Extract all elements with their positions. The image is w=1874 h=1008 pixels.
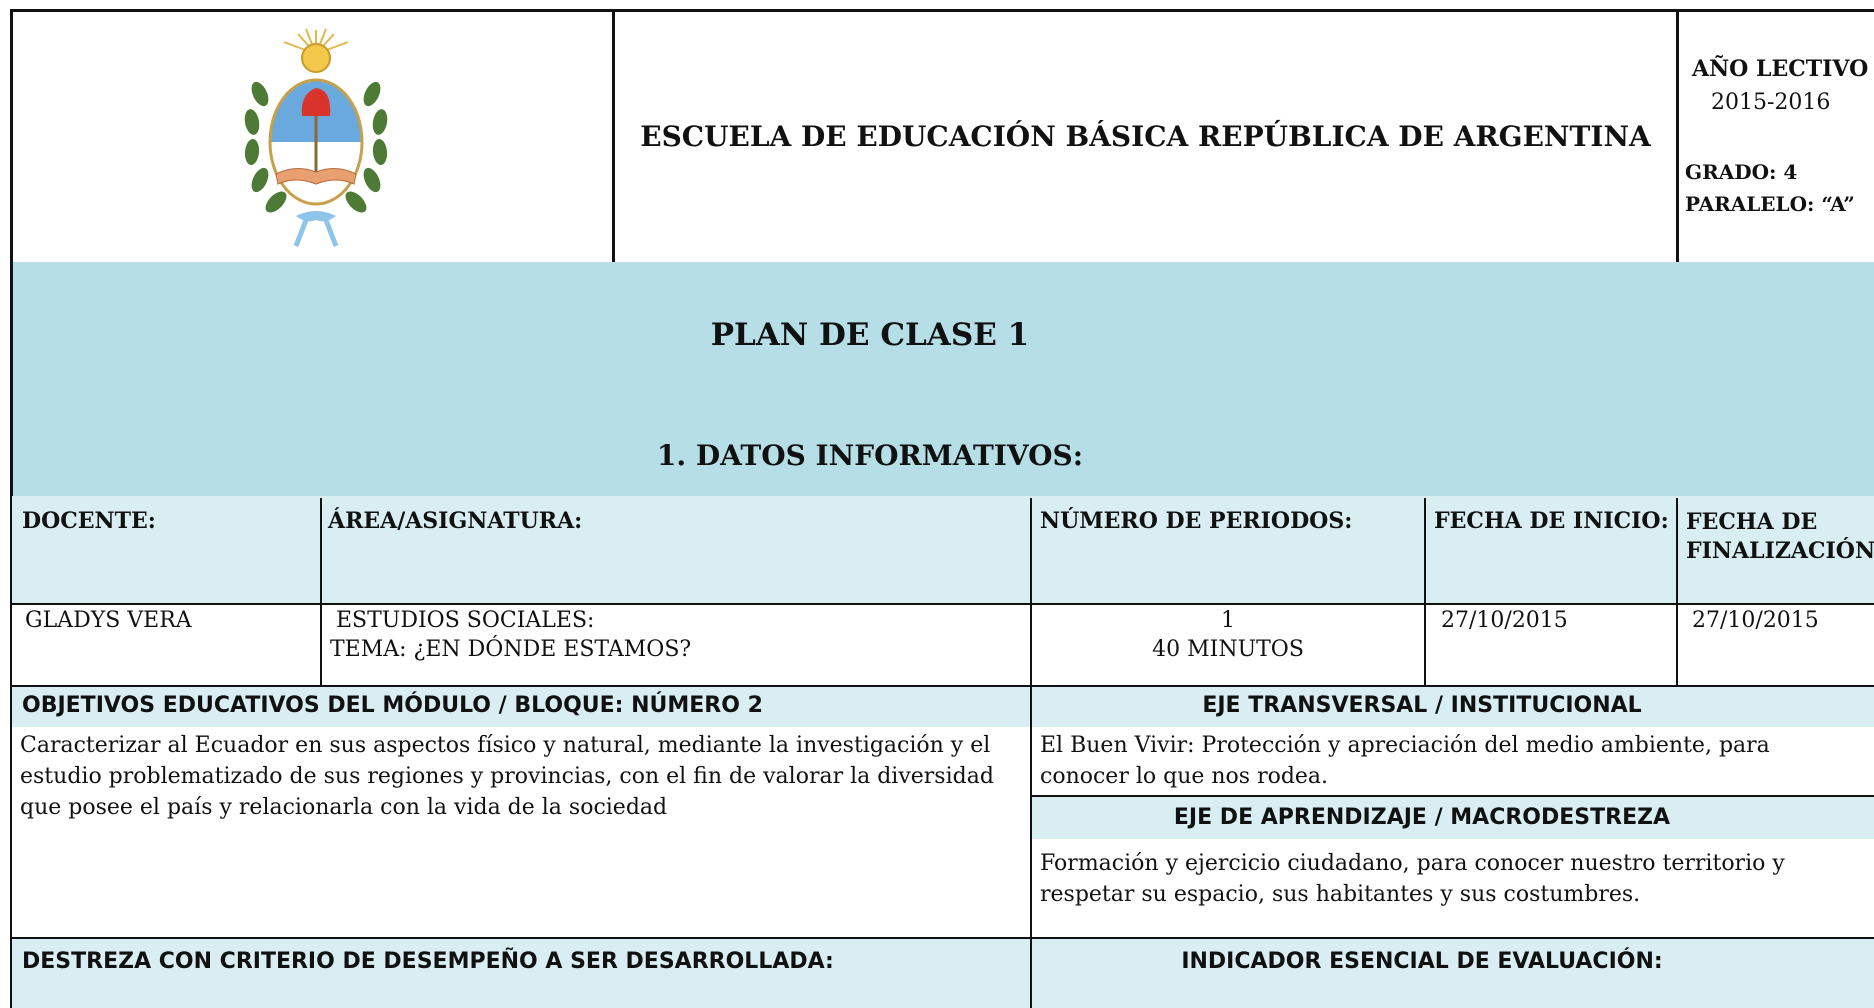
eje-transversal-title-strip — [1032, 687, 1874, 727]
year-value: 2015-2016 — [1711, 90, 1831, 115]
lower-divider — [10, 937, 1874, 939]
header-periodos: NÚMERO DE PERIODOS: — [1040, 508, 1353, 534]
header-fecha-inicio: FECHA DE INICIO: — [1434, 508, 1669, 534]
left-border — [10, 498, 12, 1008]
eje-divider — [1032, 795, 1874, 797]
area-value: ESTUDIOS SOCIALES: — [336, 608, 595, 633]
eje-aprendizaje-title: EJE DE APRENDIZAJE / MACRODESTREZA — [1173, 805, 1671, 830]
plan-title: PLAN DE CLASE 1 — [710, 317, 1030, 353]
info-row-line — [10, 603, 1874, 605]
eje-transversal-text: El Buen Vivir: Protección y apreciación … — [1040, 733, 1770, 789]
plan-title-band — [10, 262, 1874, 407]
objectives-text: Caracterizar al Ecuador en sus aspectos … — [20, 733, 994, 820]
destreza-title: DESTREZA CON CRITERIO DE DESEMPEÑO A SER… — [22, 949, 834, 974]
periodos-value: 1 — [1221, 608, 1235, 633]
info-table-bottom — [10, 685, 1874, 687]
fecha-inicio-value: 27/10/2015 — [1441, 608, 1568, 633]
eje-aprendizaje-text: Formación y ejercicio ciudadano, para co… — [1040, 851, 1785, 907]
docente-value: GLADYS VERA — [25, 608, 192, 633]
eje-transversal-title: EJE TRANSVERSAL / INSTITUCIONAL — [1202, 693, 1642, 718]
col-divider-4 — [1676, 498, 1678, 686]
header-docente: DOCENTE: — [22, 508, 156, 534]
indicador-strip — [1032, 939, 1874, 1008]
section-label: PARALELO: “A” — [1685, 192, 1855, 216]
argentine-seal-icon — [244, 28, 388, 247]
header-divider-1 — [612, 9, 615, 265]
section-title: 1. DATOS INFORMATIVOS: — [656, 438, 1084, 472]
col-divider-1 — [320, 498, 322, 686]
col-divider-2 — [1030, 498, 1032, 1008]
eje-aprendizaje-title-strip — [1032, 797, 1874, 839]
col-divider-3 — [1424, 498, 1426, 686]
school-name: ESCUELA DE EDUCACIÓN BÁSICA REPÚBLICA DE… — [640, 119, 1651, 153]
grade-label: GRADO: 4 — [1685, 160, 1798, 184]
fecha-fin-value: 27/10/2015 — [1692, 608, 1819, 633]
objectives-title-strip — [12, 687, 1030, 727]
destreza-strip — [12, 939, 1030, 1008]
school-seal-logo — [236, 24, 396, 252]
minutos-value: 40 MINUTOS — [1152, 637, 1304, 662]
objectives-title: OBJETIVOS EDUCATIVOS DEL MÓDULO / BLOQUE… — [22, 693, 763, 718]
header-fecha-fin: FECHA DE FINALIZACIÓN: — [1686, 509, 1874, 564]
tema-value: TEMA: ¿EN DÓNDE ESTAMOS? — [330, 637, 692, 662]
indicador-title: INDICADOR ESENCIAL DE EVALUACIÓN: — [1181, 949, 1663, 974]
header-area: ÁREA/ASIGNATURA: — [328, 508, 583, 534]
year-label: AÑO LECTIVO — [1692, 56, 1869, 82]
header-divider-2 — [1676, 9, 1679, 265]
